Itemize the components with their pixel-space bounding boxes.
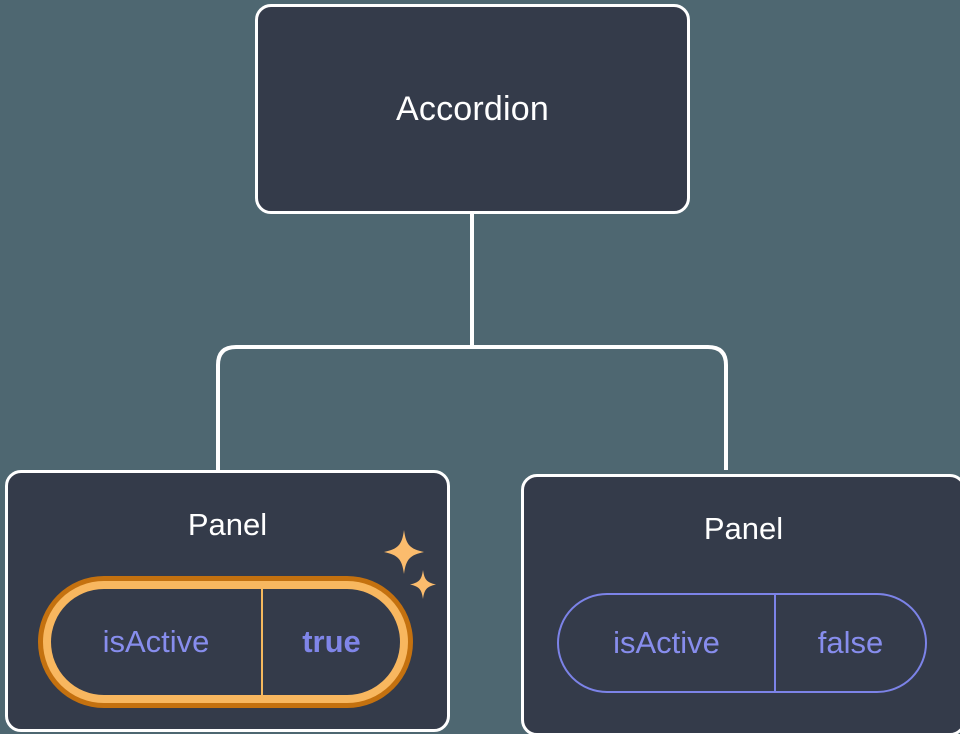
- node-panel-active[interactable]: Panel isActive true: [5, 470, 450, 732]
- prop-pill-isactive-true[interactable]: isActive true: [38, 576, 413, 708]
- prop-value-false: false: [817, 625, 884, 660]
- prop-pill-core: isActive true: [51, 589, 400, 695]
- node-accordion-title: Accordion: [396, 90, 549, 128]
- prop-pill-glow-ring: isActive true: [43, 581, 408, 703]
- node-panel-active-title: Panel: [187, 507, 268, 542]
- node-panel-inactive[interactable]: Panel isActive false: [521, 474, 960, 734]
- node-accordion[interactable]: Accordion: [255, 4, 690, 214]
- prop-key-isactive: isActive: [559, 595, 776, 691]
- prop-key-isactive: isActive: [51, 589, 263, 695]
- connector-branch-bar: [216, 345, 728, 470]
- node-panel-inactive-title: Panel: [703, 511, 784, 546]
- prop-value-true: true: [302, 624, 361, 659]
- prop-pill-isactive-false[interactable]: isActive false: [557, 593, 927, 693]
